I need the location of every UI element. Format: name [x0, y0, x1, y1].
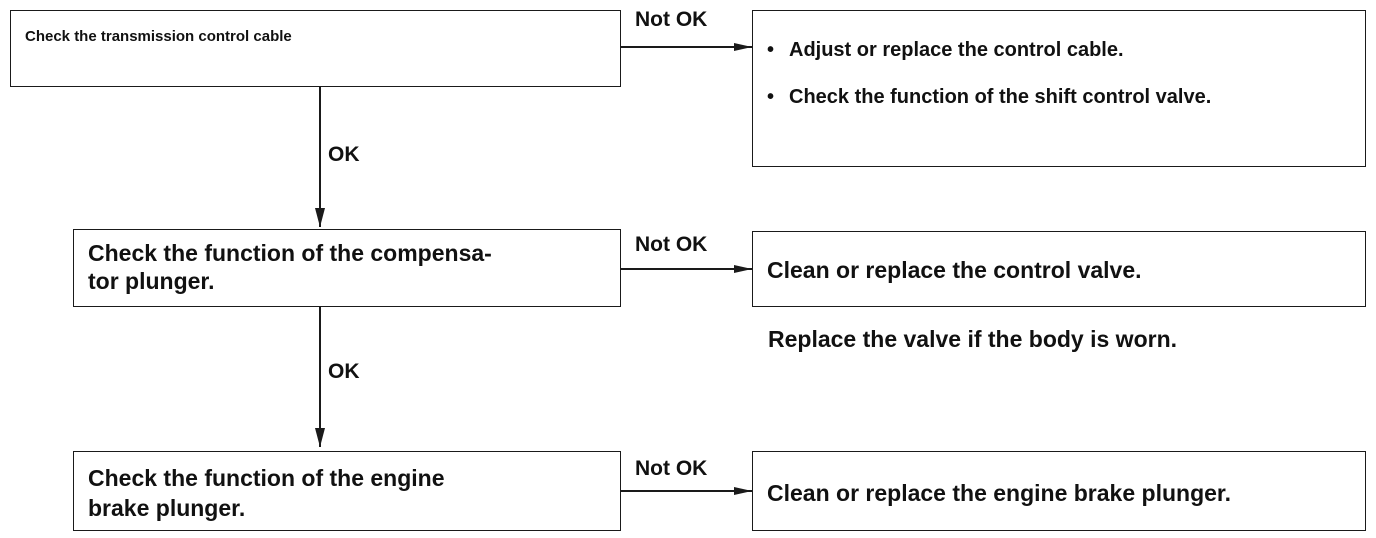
action-text-clean-control-valve: Clean or replace the control valve. [767, 257, 1142, 283]
not-ok-arrowhead-1 [734, 43, 752, 51]
check-box-compensator-plunger: Check the function of the compensa- tor … [73, 229, 621, 307]
check-text-engine-brake-line-2: brake plunger. [88, 495, 246, 521]
not-ok-label-2: Not OK [635, 233, 708, 256]
check-text-transmission-cable: Check the transmission control cable [25, 28, 292, 45]
action-box-control-cable: •Adjust or replace the control cable. •C… [752, 10, 1366, 167]
check-text-engine-brake-line-1: Check the function of the engine [88, 465, 445, 491]
check-box-transmission-cable: Check the transmission control cable [10, 10, 621, 87]
check-text-compensator-line-2: tor plunger. [88, 268, 215, 294]
note-replace-valve: Replace the valve if the body is worn. [768, 326, 1178, 352]
ok-label-1: OK [328, 143, 360, 166]
action-text-clean-engine-brake: Clean or replace the engine brake plunge… [767, 480, 1231, 506]
not-ok-label-3: Not OK [635, 457, 708, 480]
ok-arrowhead-1 [315, 208, 325, 227]
action-item-shift-valve: •Check the function of the shift control… [767, 86, 1212, 108]
action-box-engine-brake-plunger: Clean or replace the engine brake plunge… [752, 451, 1366, 531]
check-text-compensator-line-1: Check the function of the compensa- [88, 240, 492, 266]
not-ok-arrowhead-2 [734, 265, 752, 273]
not-ok-arrowhead-3 [734, 487, 752, 495]
bullet-icon: • [767, 39, 775, 61]
ok-label-2: OK [328, 360, 360, 383]
action-box-control-valve: Clean or replace the control valve. [752, 231, 1366, 307]
action-item-adjust-cable: •Adjust or replace the control cable. [767, 39, 1124, 61]
bullet-icon: • [767, 86, 775, 108]
ok-arrowhead-2 [315, 428, 325, 447]
not-ok-label-1: Not OK [635, 8, 708, 31]
check-box-engine-brake-plunger: Check the function of the engine brake p… [73, 451, 621, 531]
